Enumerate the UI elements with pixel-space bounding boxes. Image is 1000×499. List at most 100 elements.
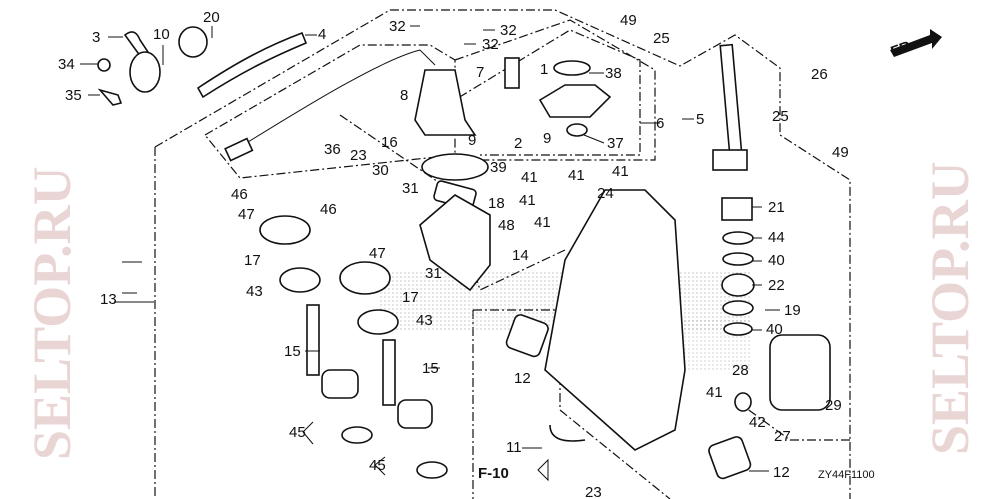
cap-part bbox=[259, 215, 311, 245]
leader-lines bbox=[80, 25, 780, 476]
callout[interactable]: 44 bbox=[768, 229, 785, 246]
callout[interactable]: 45 bbox=[289, 424, 306, 441]
ref-label[interactable]: F-10 bbox=[478, 465, 509, 482]
callout[interactable]: 26 bbox=[811, 66, 828, 83]
callout[interactable]: 29 bbox=[825, 397, 842, 414]
oring-part bbox=[722, 252, 754, 266]
callout[interactable]: 38 bbox=[605, 65, 622, 82]
callout[interactable]: 35 bbox=[65, 87, 82, 104]
callout[interactable]: 42 bbox=[749, 414, 766, 431]
oring-part bbox=[723, 322, 753, 336]
callout[interactable]: 41 bbox=[521, 169, 538, 186]
callout[interactable]: 9 bbox=[543, 130, 551, 147]
pump-cover-part bbox=[538, 84, 612, 118]
filter-part bbox=[734, 392, 752, 412]
oring-part bbox=[421, 153, 489, 181]
callout[interactable]: 18 bbox=[488, 195, 505, 212]
plug-part bbox=[708, 436, 752, 480]
callout[interactable]: 48 bbox=[498, 217, 515, 234]
callout[interactable]: 39 bbox=[490, 159, 507, 176]
callout[interactable]: 9 bbox=[468, 132, 476, 149]
callout[interactable]: 22 bbox=[768, 277, 785, 294]
callout[interactable]: 12 bbox=[773, 464, 790, 481]
callout[interactable]: 46 bbox=[231, 186, 248, 203]
callout[interactable]: 40 bbox=[768, 252, 785, 269]
connector-part bbox=[224, 137, 254, 162]
callout[interactable]: 3 bbox=[92, 29, 100, 46]
callouts: 3 10 20 4 34 35 32 32 32 7 8 1 38 9 2 9 … bbox=[58, 9, 849, 499]
callout[interactable]: 23 bbox=[350, 147, 367, 164]
callout[interactable]: 14 bbox=[512, 247, 529, 264]
callout[interactable]: 47 bbox=[238, 206, 255, 223]
callout[interactable]: 46 bbox=[320, 201, 337, 218]
callout[interactable]: 32 bbox=[482, 36, 499, 53]
callout[interactable]: 45 bbox=[369, 457, 386, 474]
parts bbox=[97, 26, 942, 480]
callout[interactable]: 27 bbox=[774, 428, 791, 445]
callout[interactable]: 13 bbox=[100, 291, 117, 308]
callout[interactable]: 8 bbox=[400, 87, 408, 104]
callout[interactable]: 12 bbox=[514, 370, 531, 387]
callout[interactable]: 49 bbox=[832, 144, 849, 161]
plug-part bbox=[505, 314, 549, 358]
callout[interactable]: 6 bbox=[656, 115, 664, 132]
clamp-part bbox=[97, 88, 123, 106]
bolt-part bbox=[97, 58, 111, 72]
seal-part bbox=[721, 273, 755, 297]
callout[interactable]: 24 bbox=[597, 185, 614, 202]
callout[interactable]: 25 bbox=[772, 108, 789, 125]
callout[interactable]: 43 bbox=[246, 283, 263, 300]
callout[interactable]: 2 bbox=[514, 135, 522, 152]
watermark: SELTOP.RU bbox=[920, 161, 980, 455]
wire-part bbox=[549, 424, 586, 442]
ref-arrow-icon bbox=[537, 458, 549, 482]
seal-part bbox=[722, 300, 754, 316]
callout[interactable]: 41 bbox=[534, 214, 551, 231]
callout[interactable]: 34 bbox=[58, 56, 75, 73]
oring-part bbox=[357, 309, 399, 335]
callout[interactable]: 21 bbox=[768, 199, 785, 216]
callout[interactable]: 7 bbox=[476, 64, 484, 81]
callout[interactable]: 41 bbox=[706, 384, 723, 401]
callout[interactable]: 19 bbox=[784, 302, 801, 319]
cable-part bbox=[234, 49, 436, 151]
callout[interactable]: 31 bbox=[402, 180, 419, 197]
callout[interactable]: 40 bbox=[766, 321, 783, 338]
callout[interactable]: 36 bbox=[324, 141, 341, 158]
callout[interactable]: 32 bbox=[389, 18, 406, 35]
callout[interactable]: 49 bbox=[620, 12, 637, 29]
callout[interactable]: 25 bbox=[653, 30, 670, 47]
callout[interactable]: 41 bbox=[612, 163, 629, 180]
callout[interactable]: 47 bbox=[369, 245, 386, 262]
callout[interactable]: 11 bbox=[506, 439, 522, 456]
motor-part bbox=[414, 69, 477, 136]
callout[interactable]: 15 bbox=[284, 343, 301, 360]
callout[interactable]: 41 bbox=[568, 167, 585, 184]
oring-part bbox=[279, 267, 321, 293]
callout[interactable]: 43 bbox=[416, 312, 433, 329]
callout[interactable]: 4 bbox=[318, 26, 326, 43]
callout[interactable]: 1 bbox=[540, 61, 548, 78]
callout[interactable]: 30 bbox=[372, 162, 389, 179]
callout[interactable]: 5 bbox=[696, 111, 704, 128]
callout[interactable]: 20 bbox=[203, 9, 220, 26]
diagram-code: ZY44F1100 bbox=[818, 469, 875, 481]
group-outlines bbox=[154, 9, 851, 499]
armature-part bbox=[504, 57, 520, 89]
callout[interactable]: 37 bbox=[607, 135, 624, 152]
callout[interactable]: 31 bbox=[425, 265, 442, 282]
callout[interactable]: 32 bbox=[500, 22, 517, 39]
callout[interactable]: 17 bbox=[244, 252, 261, 269]
front-label: FR. bbox=[889, 37, 918, 61]
callout[interactable]: 16 bbox=[381, 134, 398, 151]
ram-part bbox=[306, 304, 320, 376]
cap-part bbox=[339, 261, 391, 295]
callout[interactable]: 17 bbox=[402, 289, 419, 306]
callout[interactable]: 28 bbox=[732, 362, 749, 379]
grommet-part bbox=[178, 26, 208, 58]
callout[interactable]: 23 bbox=[585, 484, 602, 499]
shaft-part bbox=[719, 43, 743, 157]
piston-part bbox=[721, 197, 753, 221]
callout[interactable]: 10 bbox=[153, 26, 170, 43]
callout[interactable]: 41 bbox=[519, 192, 536, 209]
